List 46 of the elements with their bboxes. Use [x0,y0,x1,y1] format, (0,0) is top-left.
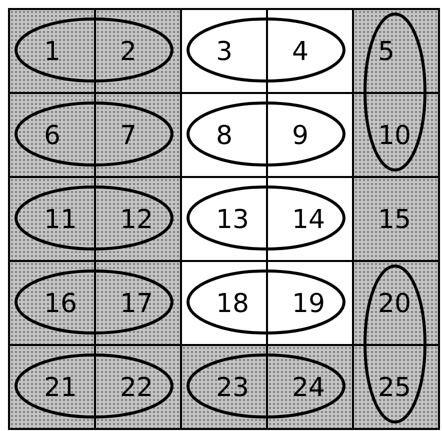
grid-cell [180,344,268,430]
ellipse [186,18,346,82]
cell-number: 18 [216,290,250,318]
cell-number: 23 [216,374,250,402]
grid-cell [352,92,440,178]
grid-cell [352,260,440,346]
cell-number: 19 [292,290,326,318]
cell-number: 16 [44,290,78,318]
ellipse [186,270,346,334]
cell-number: 6 [44,122,61,150]
cell-number: 4 [292,38,309,66]
ellipse [14,186,174,250]
cell-number: 3 [216,38,233,66]
cell-number: 10 [378,122,412,150]
cell-number: 7 [120,122,137,150]
cell-number: 2 [120,38,137,66]
ellipse [186,186,346,250]
grid-cell [352,344,440,430]
ellipse [364,12,426,172]
cell-number: 1 [44,38,61,66]
cell-number: 11 [44,206,78,234]
cell-number: 5 [378,38,395,66]
ellipse [14,270,174,334]
ellipse [186,102,346,166]
ellipse [14,102,174,166]
ellipse [14,354,174,418]
cell-number: 13 [216,206,250,234]
grid-cell [352,8,440,94]
grid-cell [8,344,96,430]
grid-cell [266,344,354,430]
cell-number: 14 [292,206,326,234]
cell-number: 24 [292,374,326,402]
cell-number: 25 [378,374,412,402]
grid-cell [94,344,182,430]
cell-number: 21 [44,374,78,402]
cell-number: 12 [120,206,154,234]
cell-number: 9 [292,122,309,150]
ellipse [186,354,346,418]
cell-number: 17 [120,290,154,318]
cell-number: 8 [216,122,233,150]
ellipse [364,264,426,424]
cell-number: 20 [378,290,412,318]
cell-number: 15 [378,206,412,234]
ellipse [14,18,174,82]
grid-cell [352,176,440,262]
cell-number: 22 [120,374,154,402]
